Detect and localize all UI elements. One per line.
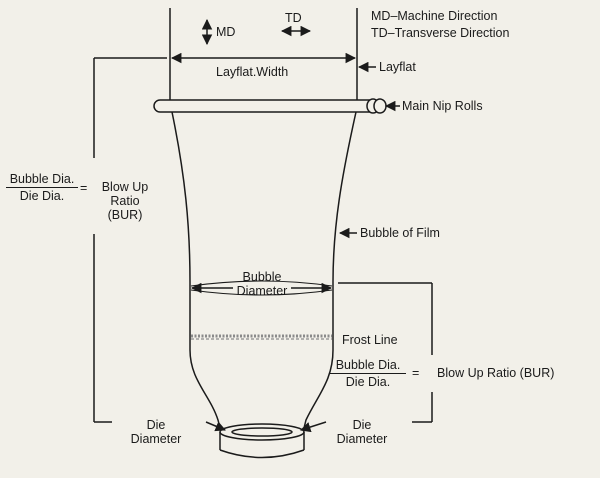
die-inner [231, 427, 293, 437]
die-diameter-right-label: Die Diameter [330, 418, 394, 446]
die-diameter-left-line2: Diameter [130, 432, 182, 446]
td-short-label: TD [285, 11, 302, 25]
frost-line-label: Frost Line [342, 333, 398, 347]
right-bur-denominator: Die Dia. [345, 375, 391, 389]
bubble-diameter-label: Bubble Diameter [226, 270, 298, 298]
left-bur-result-line1: Blow Up [101, 180, 149, 194]
left-bur-numerator: Bubble Dia. [6, 172, 78, 188]
die-diameter-arrow-left [205, 421, 226, 432]
bubble-diameter-curve [190, 280, 333, 287]
bubble-of-film-label: Bubble of Film [360, 226, 440, 240]
die-diameter-right-line1: Die [352, 418, 372, 432]
right-bur-result: Blow Up Ratio (BUR) [437, 366, 555, 380]
right-bur-numerator: Bubble Dia. [330, 358, 406, 374]
die-diameter-arrow-right [299, 421, 327, 433]
bubble-diameter-curve-lower [190, 289, 333, 296]
right-bur-equals: = [412, 366, 420, 380]
layflat-width-label: Layflat.Width [216, 65, 289, 79]
left-bur-result: Blow Up Ratio (BUR) [92, 180, 158, 222]
right-bur-fraction: Bubble Dia. Die Dia. [330, 358, 406, 389]
nip-roll-end-b [373, 98, 387, 114]
md-full-label: MD–Machine Direction [371, 9, 498, 23]
layflat-label: Layflat [379, 60, 416, 74]
bubble-diameter-line1: Bubble [242, 270, 282, 284]
main-nip-rolls-label: Main Nip Rolls [402, 99, 483, 113]
die-diameter-left-label: Die Diameter [124, 418, 188, 446]
bubble-diameter-line2: Diameter [236, 284, 288, 298]
die-bottom [219, 449, 305, 459]
md-short-label: MD [216, 25, 236, 39]
left-bur-result-line3: (BUR) [107, 208, 143, 222]
left-bur-result-line2: Ratio [110, 194, 140, 208]
bubble-left-outline [171, 111, 221, 429]
td-full-label: TD–Transverse Direction [371, 26, 510, 40]
die-diameter-right-line2: Diameter [336, 432, 388, 446]
left-bur-fraction: Bubble Dia. Die Dia. [6, 172, 78, 203]
left-bur-equals: = [80, 181, 88, 195]
bubble-right-outline [303, 111, 357, 429]
main-nip-rolls-rect [153, 99, 377, 113]
left-bur-denominator: Die Dia. [19, 189, 65, 203]
die-diameter-left-line1: Die [146, 418, 166, 432]
